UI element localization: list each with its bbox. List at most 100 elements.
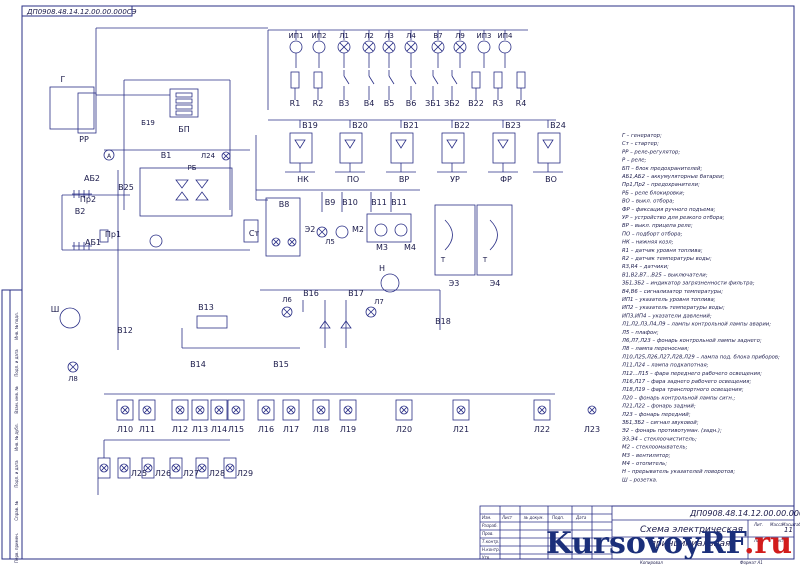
regulator-box: [77, 92, 97, 134]
component-label: В15: [273, 360, 289, 369]
component-label: В8: [279, 200, 290, 209]
wire: [196, 406, 204, 414]
switch-unit: [196, 315, 228, 329]
lamp-symbol: [195, 405, 205, 415]
component-label: R2: [313, 99, 324, 108]
legend-entry: Л18,Л19 – фара транспортного освещения;: [621, 387, 744, 393]
wire: [339, 42, 349, 52]
lamp-holder: [169, 457, 183, 479]
lamp-symbol: [120, 405, 130, 415]
stamp-cell: 11: [784, 526, 793, 534]
flasher: [380, 273, 400, 293]
component-label: Л11: [139, 425, 155, 434]
legend-entry: В1,В2,В7...В25 – выключатели;: [622, 272, 708, 278]
strip-label: Перв. примен.: [14, 533, 19, 563]
rotated-sheet-code: ДП0908.48.14.12.00.00.000СЭ: [26, 8, 137, 16]
component-label: Э2: [305, 225, 316, 234]
component-label: ИП1: [289, 32, 304, 40]
component-label: Э4: [490, 279, 501, 288]
sensor-box: [493, 71, 503, 89]
component-label: Л23: [584, 425, 600, 434]
wire: [344, 406, 352, 414]
component-label: М3: [376, 243, 388, 252]
components: [49, 40, 597, 479]
wire: [144, 464, 152, 472]
component-label: Л3: [384, 32, 394, 40]
sensor-box: [471, 71, 481, 89]
lamp-holder: [117, 457, 131, 479]
component-label: Ш: [51, 305, 60, 314]
wire: [287, 406, 295, 414]
component-label: НК: [297, 175, 309, 184]
wire: [143, 406, 151, 414]
component-label: Л5: [325, 238, 335, 246]
relay-block: [139, 167, 233, 217]
legend-entry: М2 – стеклоомыватель;: [622, 445, 688, 451]
legend-entry: Н – прерыватель указателей поворотов;: [622, 469, 735, 475]
ammeter: [103, 149, 115, 161]
legend-entry: Л8 – лампа переносная;: [621, 346, 689, 352]
gauge-symbol: [477, 40, 491, 54]
legend-entry: Л1,Л2,Л3,Л4,Л9 – лампы контрольной лампы…: [621, 322, 771, 328]
component-label: В19: [302, 121, 318, 130]
legend-entry: Пр1,Пр2 – предохранители;: [622, 182, 700, 188]
lamp-holder: [141, 457, 155, 479]
component-label: Ст: [249, 229, 260, 238]
legend-entry: Л21,Л22 – фонарь задний;: [621, 404, 696, 410]
relay-box: [537, 132, 561, 164]
component-label: Л15: [228, 425, 244, 434]
stamp-cell: Разраб.: [482, 523, 498, 528]
component-label: Л1: [339, 32, 349, 40]
starter-motor: [149, 234, 163, 248]
diode-bridge: [175, 179, 209, 201]
legend-entry: ИП3,ИП4 – указатели давлений;: [622, 313, 712, 319]
component-label: ИП2: [312, 32, 327, 40]
component-label: В11: [371, 198, 387, 207]
diode-symbol: [344, 139, 356, 149]
stamp-cell: Схема электрическая: [640, 525, 744, 535]
legend-entry: ПО – подборт отбора;: [622, 231, 683, 237]
legend-entry: Г – генератор;: [622, 133, 662, 139]
drawing-frame: [1, 5, 795, 560]
wire: [232, 406, 240, 414]
wire: [406, 42, 416, 52]
fuse: [99, 229, 109, 243]
diode-symbol: [446, 139, 458, 149]
component-label: АБ2: [84, 174, 100, 183]
fuse: [175, 104, 193, 110]
diode-symbol: [542, 139, 554, 149]
lamp-symbol: [67, 361, 79, 373]
relay-box: [339, 132, 363, 164]
wire: [368, 75, 375, 85]
component-label: ЗБ2: [444, 99, 460, 108]
lamp-holder: [223, 457, 237, 479]
wire: [272, 238, 280, 246]
legend-entry: ИП2 – указатель температуры воды;: [622, 305, 725, 311]
fuse: [175, 110, 193, 116]
stamp-cell: Пров.: [482, 531, 494, 536]
component-label: ИП3: [477, 32, 492, 40]
component-label: Т: [482, 256, 488, 264]
lamp-symbol: [537, 405, 547, 415]
wire: [176, 406, 184, 414]
wire: [455, 42, 465, 52]
lamp-holder: [191, 399, 209, 421]
wiper-block: [434, 204, 476, 276]
component-label: В5: [384, 99, 395, 108]
wire: [121, 406, 129, 414]
legend-entry: R3,R4 – датчики;: [622, 264, 669, 270]
lamp-symbol: [261, 405, 271, 415]
component-label: Л20: [396, 425, 412, 434]
generator-box: [49, 86, 95, 130]
component-label: В21: [403, 121, 419, 130]
component-label: Л28: [209, 469, 225, 478]
lamp-symbol: [431, 40, 445, 54]
component-label: Л24: [201, 152, 216, 160]
wire: [364, 42, 374, 52]
legend-entry: РР – реле-регулятор;: [622, 149, 680, 155]
component-label: В17: [348, 289, 364, 298]
legend-entry: АБ1,АБ2 – аккумуляторные батареи;: [621, 174, 725, 180]
lamp-symbol: [99, 463, 109, 473]
component-label: БП: [178, 125, 190, 134]
